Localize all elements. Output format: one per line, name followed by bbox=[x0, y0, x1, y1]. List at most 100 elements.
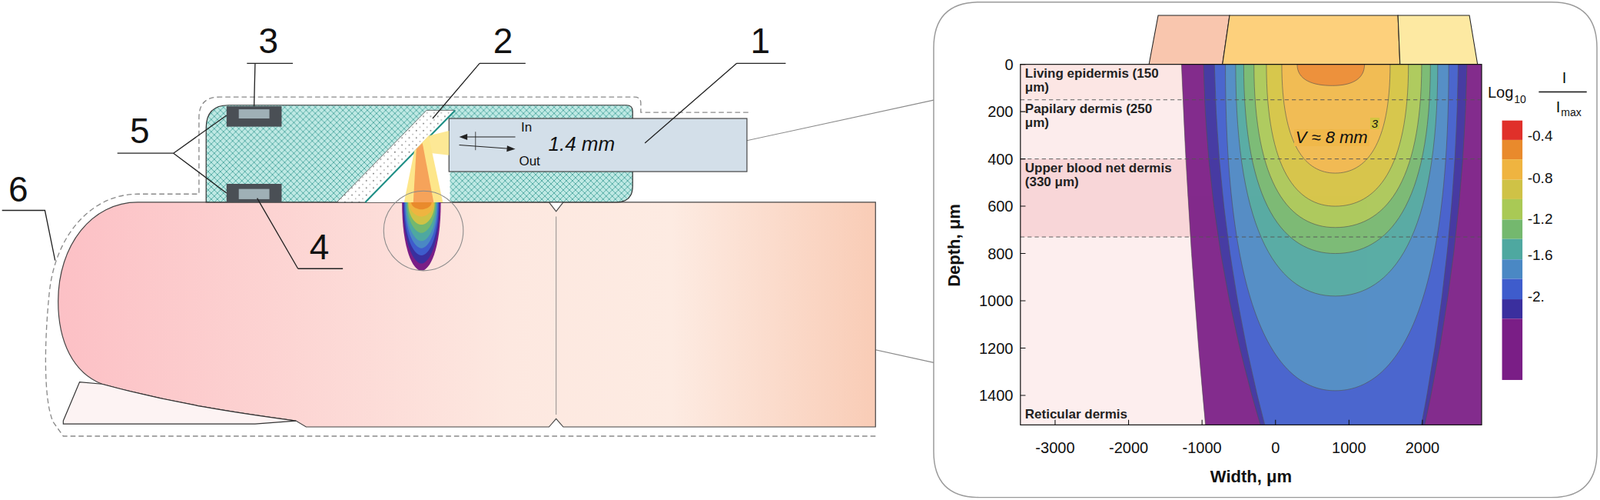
contour bbox=[1235, 64, 1438, 296]
axis-tick-label: 1400 bbox=[979, 387, 1014, 403]
element-4 bbox=[239, 189, 270, 200]
plume bbox=[402, 202, 440, 264]
light-beam bbox=[404, 136, 443, 203]
axis-tick-label: 200 bbox=[987, 103, 1013, 120]
leader-line bbox=[257, 198, 344, 269]
contour bbox=[1266, 64, 1409, 206]
axis-tick-label: -2000 bbox=[1108, 439, 1149, 455]
mirror-surface bbox=[365, 109, 455, 203]
skin-layer-band: Upper blood net dermis (330 μm) bbox=[1020, 159, 1482, 237]
axis-tick-label: 1200 bbox=[979, 340, 1014, 356]
layer-boundary bbox=[1020, 99, 1482, 237]
axis-tick-label: 1000 bbox=[979, 292, 1014, 309]
element-3 bbox=[239, 109, 270, 119]
light-beam bbox=[413, 142, 435, 203]
callout-number: 3 bbox=[258, 23, 279, 59]
center-line bbox=[555, 215, 557, 415]
layer-name: Papilary dermis (250 μm) bbox=[1025, 102, 1173, 131]
leader-line bbox=[246, 63, 293, 107]
colorbar bbox=[1502, 258, 1524, 279]
colorbar-tick-label: -2. bbox=[1527, 288, 1545, 304]
leader-line bbox=[2, 210, 56, 261]
arrowhead bbox=[459, 133, 469, 140]
callout-number: 1 bbox=[750, 23, 771, 59]
colorbar-title: Log bbox=[1487, 84, 1514, 100]
signal-label: In bbox=[521, 120, 532, 134]
finger bbox=[58, 202, 877, 427]
zoom-panel bbox=[933, 2, 1597, 498]
plume bbox=[404, 202, 439, 256]
skin-layer-band: Living epidermis (150 μm) bbox=[1020, 64, 1482, 100]
layer-name: Living epidermis (150 μm) bbox=[1025, 66, 1173, 96]
skin-layer-band: Papilary dermis (250 μm) bbox=[1020, 99, 1482, 160]
axis-title: Width, μm bbox=[1210, 468, 1292, 485]
colorbar bbox=[1502, 298, 1524, 319]
plume bbox=[411, 202, 432, 210]
colorbar-title: I bbox=[1556, 99, 1561, 115]
plume bbox=[404, 202, 438, 249]
plume bbox=[407, 202, 436, 233]
colorbar-tick-label: -0.4 bbox=[1527, 128, 1554, 143]
subscript: 10 bbox=[1513, 93, 1527, 105]
volume-label: V ≈ 8 mm bbox=[1294, 129, 1370, 147]
contour bbox=[1181, 64, 1482, 425]
contour bbox=[1203, 64, 1468, 425]
axis-tick-label: 600 bbox=[987, 198, 1013, 214]
beam-strip bbox=[1148, 15, 1230, 65]
arrowhead bbox=[506, 145, 515, 152]
layer-name: Reticular dermis bbox=[1025, 407, 1173, 422]
fingernail bbox=[63, 381, 296, 424]
plume bbox=[405, 202, 437, 241]
layer-name: Upper blood net dermis (330 μm) bbox=[1025, 161, 1173, 190]
out-arrow bbox=[459, 145, 510, 150]
colorbar bbox=[1502, 278, 1524, 299]
plume bbox=[408, 202, 434, 217]
axis-tick-label: 0 bbox=[1004, 56, 1013, 73]
axis-tick-label: 0 bbox=[1271, 439, 1280, 455]
fiber bbox=[448, 118, 747, 172]
mirror bbox=[336, 109, 455, 203]
holder bbox=[226, 106, 283, 127]
colorbar bbox=[1502, 318, 1524, 380]
subscript: max bbox=[1560, 106, 1581, 118]
colorbar bbox=[1502, 199, 1524, 220]
dimension-mark bbox=[474, 131, 476, 150]
axis-title: Depth, μm bbox=[945, 203, 963, 287]
contour bbox=[1254, 64, 1422, 228]
colorbar-tick-label: -1.6 bbox=[1527, 247, 1554, 263]
callout-number: 2 bbox=[493, 23, 514, 59]
plume bbox=[408, 202, 435, 225]
in-arrow bbox=[464, 136, 515, 137]
zoom-circle bbox=[383, 190, 464, 271]
plume bbox=[401, 202, 441, 271]
leader-line bbox=[432, 63, 526, 119]
axis-ticks bbox=[1020, 64, 1026, 396]
fraction-bar bbox=[1538, 91, 1587, 93]
colorbar-tick-label: -1.2 bbox=[1527, 211, 1554, 226]
callout-number: 6 bbox=[8, 171, 29, 207]
contour bbox=[1281, 64, 1391, 173]
skin-layer-band: Reticular dermis bbox=[1020, 236, 1482, 425]
superscript: 3 bbox=[1370, 117, 1380, 130]
axis-tick-label: 2000 bbox=[1405, 439, 1441, 455]
colorbar bbox=[1502, 159, 1524, 180]
colorbar bbox=[1502, 179, 1524, 200]
holder bbox=[226, 183, 283, 203]
colorbar-tick-label: -0.8 bbox=[1527, 170, 1554, 186]
axis-tick-label: -3000 bbox=[1035, 439, 1075, 455]
contour bbox=[1225, 64, 1450, 391]
colorbar bbox=[1502, 219, 1524, 239]
callout-number: 5 bbox=[129, 112, 150, 149]
leader-line bbox=[644, 63, 786, 143]
dashed-outline bbox=[45, 96, 876, 436]
colorbar-title: I bbox=[1562, 69, 1567, 86]
axis-tick-label: -1000 bbox=[1182, 439, 1222, 455]
dimension-label: 1.4 mm bbox=[548, 133, 616, 154]
beam-strip bbox=[1397, 15, 1478, 65]
axis-tick-label: 400 bbox=[987, 151, 1013, 167]
colorbar bbox=[1502, 120, 1524, 140]
beam-strip bbox=[1222, 15, 1401, 65]
callout-number: 4 bbox=[309, 229, 330, 265]
signal-label: Out bbox=[518, 154, 540, 168]
